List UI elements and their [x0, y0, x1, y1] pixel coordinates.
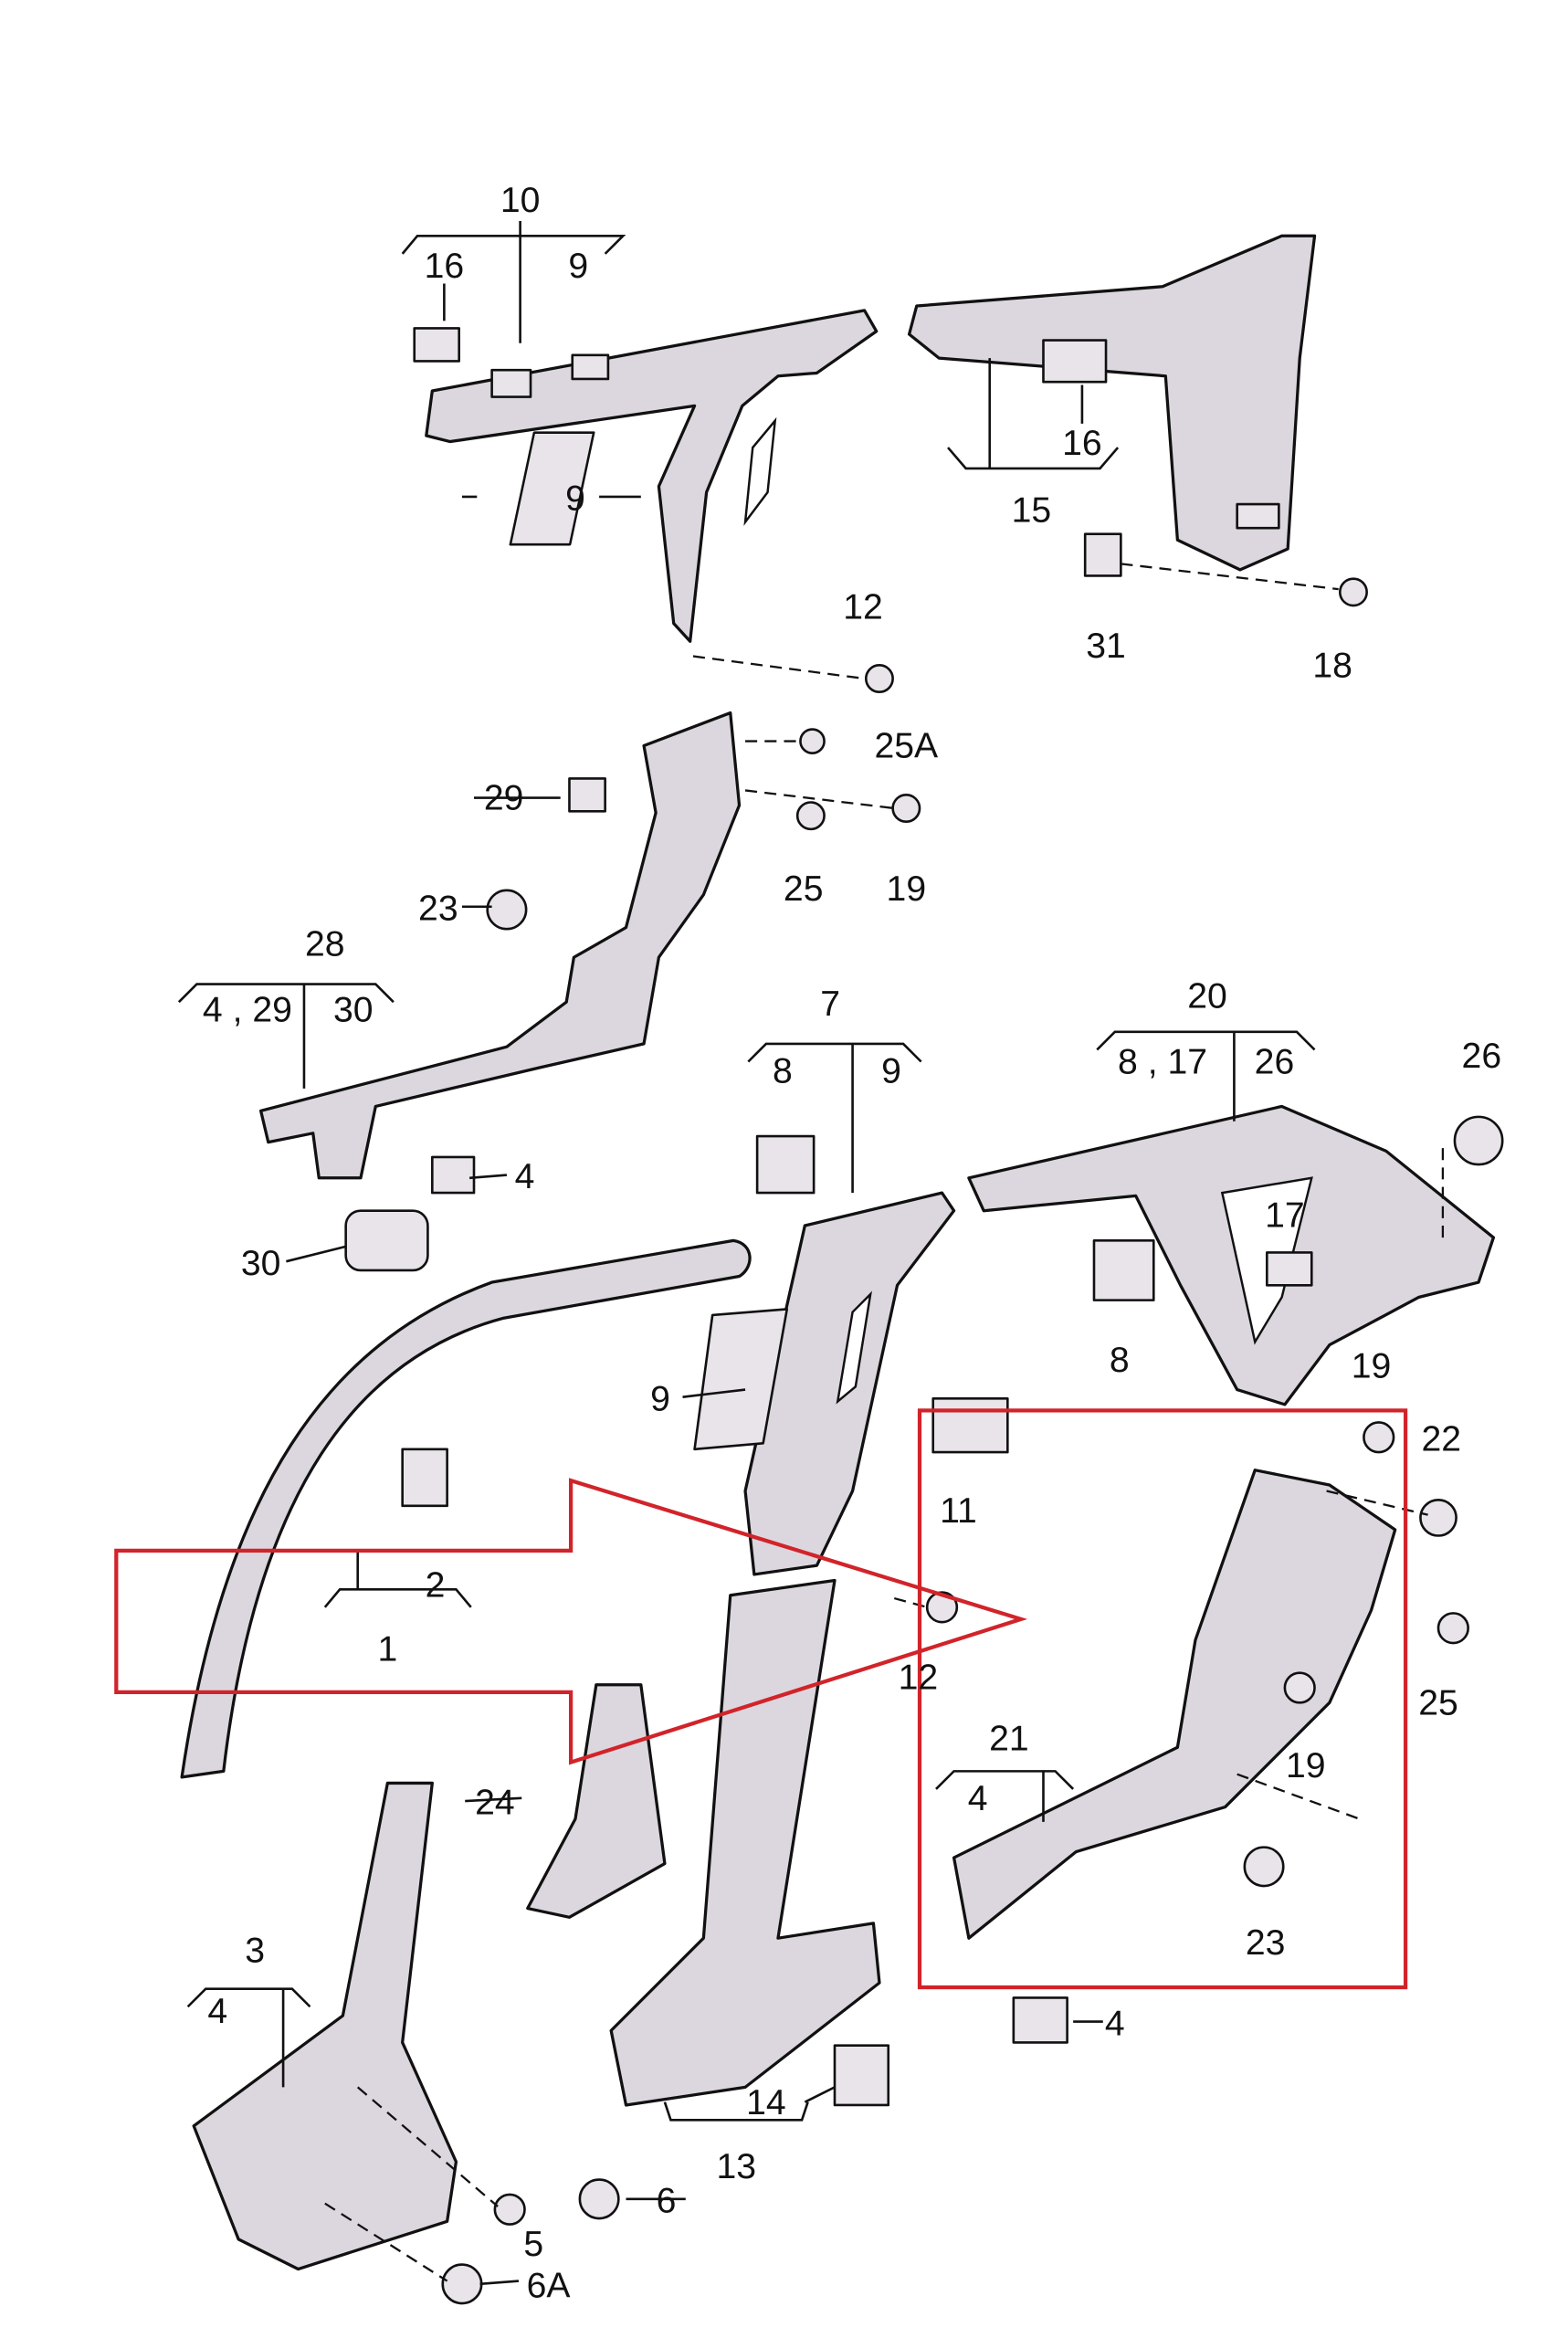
- callout-4: 4: [515, 1157, 535, 1196]
- callout-30: 30: [241, 1244, 281, 1283]
- callout-10: 10: [500, 181, 541, 220]
- callout-19: 19: [887, 869, 927, 909]
- callout-19: 19: [1352, 1346, 1392, 1385]
- callout-16: 16: [425, 247, 465, 286]
- callout-2: 2: [426, 1565, 446, 1605]
- callout-21: 21: [989, 1720, 1029, 1759]
- callout-15: 15: [1012, 491, 1052, 531]
- callout-11: 11: [940, 1491, 977, 1531]
- callout-23: 23: [1246, 1923, 1286, 1963]
- callout-5: 5: [523, 2225, 543, 2264]
- callout-28: 28: [305, 925, 345, 964]
- callout-9: 9: [881, 1051, 901, 1090]
- callout-26: 26: [1255, 1043, 1295, 1082]
- highlight-box: [917, 1408, 1408, 1990]
- callout-9: 9: [565, 479, 585, 519]
- part-28-pillar-trim: [258, 711, 742, 1272]
- callout-30: 30: [333, 990, 374, 1029]
- callout-4: 4: [1105, 2004, 1125, 2043]
- part-3-lower-trim: [192, 1781, 458, 2271]
- callout-3: 3: [245, 1931, 265, 1970]
- callout-19: 19: [1286, 1746, 1326, 1785]
- highlight-arrow: [114, 1478, 1028, 1765]
- callout-12: 12: [843, 588, 883, 627]
- callout-25: 25: [1418, 1683, 1458, 1722]
- leader-lines: [177, 220, 1316, 2286]
- callout-31: 31: [1086, 627, 1126, 666]
- callout-16: 16: [1062, 424, 1102, 463]
- callout-4: 4: [207, 1992, 227, 2031]
- callout-25a: 25A: [874, 727, 939, 766]
- callout-8: 8: [1110, 1341, 1130, 1380]
- part-10-a-pillar-trim: [413, 309, 879, 643]
- part-1-roof-rail-trim: [180, 1238, 752, 1779]
- callout-26: 26: [1462, 1037, 1502, 1076]
- callout-6: 6: [657, 2181, 677, 2220]
- callout-6a: 6A: [527, 2267, 572, 2306]
- callout-29: 29: [484, 779, 524, 818]
- callout-25: 25: [784, 869, 824, 909]
- callout-9: 9: [650, 1379, 670, 1418]
- callout-23: 23: [418, 889, 458, 928]
- part-24-trim-piece: [526, 1683, 667, 1919]
- callout-12: 12: [899, 1659, 939, 1698]
- callout-24: 24: [475, 1784, 515, 1823]
- callout-13: 13: [716, 2147, 756, 2186]
- part-21-pillar-trim: [931, 1397, 1458, 2044]
- callout-9: 9: [568, 247, 588, 286]
- callout-8-17: 8 , 17: [1118, 1043, 1207, 1082]
- callout-14: 14: [746, 2083, 786, 2122]
- callout-4-29: 4 , 29: [203, 990, 292, 1029]
- callout-22: 22: [1421, 1419, 1461, 1459]
- callout-7: 7: [820, 985, 840, 1024]
- callout-4: 4: [968, 1779, 988, 1818]
- callout-8: 8: [773, 1051, 793, 1090]
- part-13-b-pillar-lower-trim: [609, 1578, 890, 2107]
- part-15-c-pillar-trim: [907, 234, 1317, 577]
- part-7-b-pillar-upper-trim: [693, 1134, 956, 1576]
- part-20-rear-pillar-trim: [967, 1104, 1504, 1406]
- callout-17: 17: [1265, 1196, 1305, 1236]
- callout-18: 18: [1312, 646, 1352, 685]
- fasteners: [441, 577, 1469, 2305]
- callout-20: 20: [1187, 977, 1227, 1016]
- callout-labels: 10 16 9 9 16 15 12 31 18 25A 29 25 19 23…: [203, 181, 1501, 2305]
- assembly-lines: [324, 563, 1445, 2282]
- callout-1: 1: [377, 1630, 397, 1669]
